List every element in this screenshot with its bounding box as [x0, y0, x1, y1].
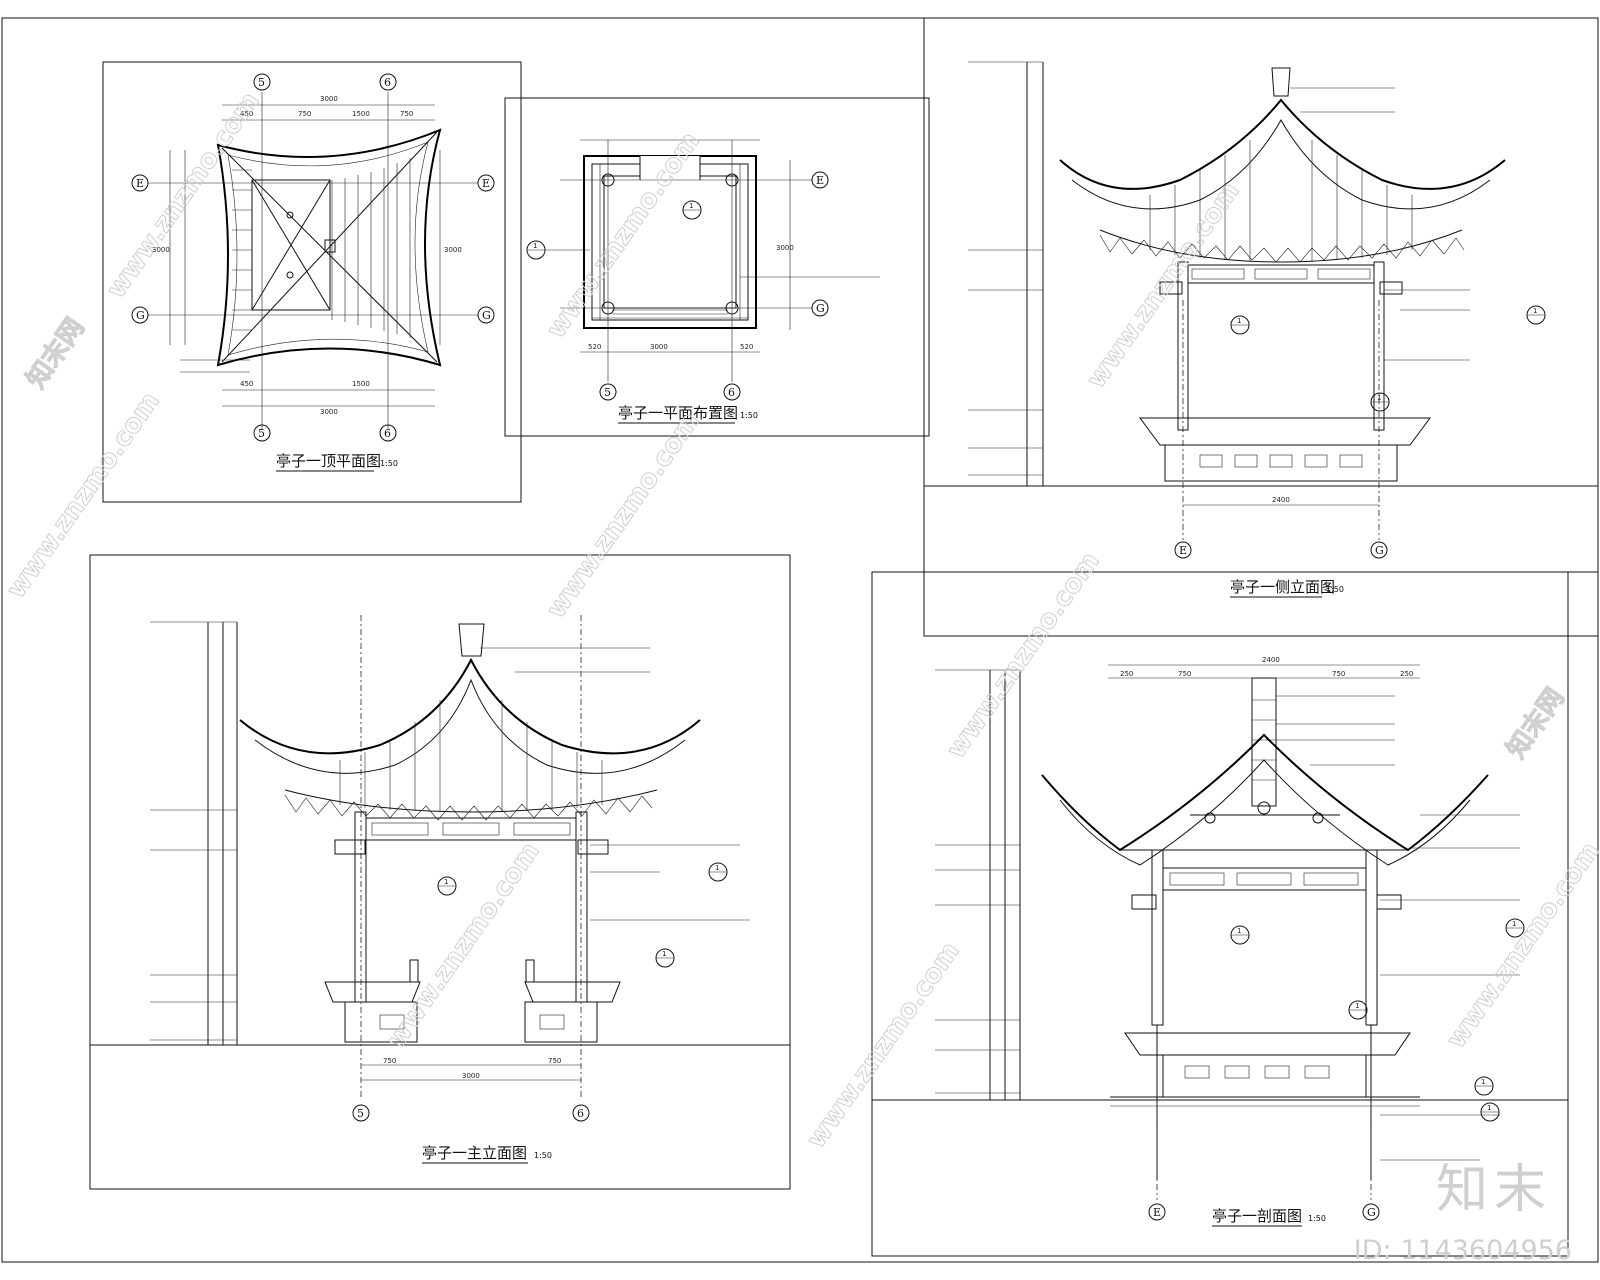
detail-reference: 1	[1487, 1104, 1491, 1112]
watermark-text: www.znzmo.com	[941, 547, 1106, 764]
watermark-text: www.znzmo.com	[1081, 177, 1246, 394]
dim-text: 750	[548, 1057, 561, 1065]
grid-axis-label: 6	[384, 427, 391, 440]
detail-reference: 1	[662, 950, 666, 958]
dim-text: 520	[740, 343, 753, 351]
watermark-layer: www.znzmo.com www.znzmo.com www.znzmo.co…	[1, 86, 1600, 1154]
grid-axis-label: 6	[577, 1107, 584, 1120]
grid-axis-label: E	[136, 177, 144, 190]
drawing-title: 亭子一平面布置图	[618, 404, 738, 422]
brand-logo: 知末	[1435, 1160, 1552, 1220]
grid-axis-label: E	[482, 177, 490, 190]
dim-text: 750	[383, 1057, 396, 1065]
detail-reference: 1	[533, 242, 537, 250]
dim-text: 3000	[650, 343, 668, 351]
grid-axis-label: G	[136, 309, 145, 322]
grid-axis-label: E	[1179, 544, 1187, 557]
roof-plan-panel: 3000 450 750 1500 750 3000 450 1500 3000…	[102, 61, 522, 503]
grid-axis-label: G	[1375, 544, 1384, 557]
detail-reference: 1	[1512, 920, 1516, 928]
floor-plan-panel: 3000 520 520 3000 E G 5 6 1	[504, 97, 930, 437]
drawing-scale: 1:50	[740, 411, 758, 420]
drawing-title: 亭子一顶平面图	[276, 452, 381, 470]
detail-reference: 1	[1237, 317, 1241, 325]
grid-axis-label: E	[816, 174, 824, 187]
drawing-title: 亭子一剖面图	[1212, 1207, 1302, 1225]
section-panel: 2400 250 750 750 250	[871, 571, 1569, 1257]
drawing-scale: 1:50	[1326, 585, 1344, 594]
watermark-text: www.znzmo.com	[1441, 837, 1600, 1054]
side-elevation-panel: 2400 E G 1 1 1 亭子一侧立面图 1:50	[923, 17, 1599, 637]
drawing-scale: 1:50	[1308, 1214, 1326, 1223]
dim-text: 750	[400, 110, 413, 118]
grid-axis-label: 5	[258, 427, 265, 440]
detail-reference: 1	[689, 202, 693, 210]
grid-axis-label: 5	[604, 386, 611, 399]
detail-reference: 1	[1355, 1002, 1359, 1010]
dim-text: 750	[1178, 670, 1191, 678]
dim-text: 2400	[1272, 496, 1290, 504]
sheet-border	[1, 17, 1599, 1263]
grid-axis-label: G	[816, 302, 825, 315]
dim-text: 250	[1400, 670, 1413, 678]
grid-axis-label: E	[1153, 1206, 1161, 1219]
watermark-text: www.znzmo.com	[801, 937, 966, 1154]
dim-text: 750	[298, 110, 311, 118]
watermark-text: www.znzmo.com	[381, 837, 546, 1054]
watermark-text: www.znzmo.com	[541, 127, 706, 344]
drawing-title: 亭子一主立面图	[422, 1144, 527, 1162]
detail-reference: 1	[1533, 307, 1537, 315]
asset-id-label: ID: 1143604956	[1353, 1235, 1572, 1266]
grid-axis-label: 6	[384, 76, 391, 89]
detail-reference: 1	[1481, 1078, 1485, 1086]
dim-text: 450	[240, 380, 253, 388]
watermark-text: www.znzmo.com	[101, 87, 266, 304]
dim-text: 1500	[352, 380, 370, 388]
dim-text: 3000	[152, 246, 170, 254]
watermark-text: 知末网	[21, 313, 90, 394]
front-elevation-panel: 3000 750 750 5 6 1 1 1 亭子一主立面图 1:50	[89, 554, 791, 1190]
detail-reference: 1	[1377, 394, 1381, 402]
grid-axis-label: 6	[728, 386, 735, 399]
detail-reference: 1	[444, 878, 448, 886]
dim-text: 3000	[776, 244, 794, 252]
drawing-scale: 1:50	[534, 1151, 552, 1160]
detail-reference: 1	[715, 864, 719, 872]
grid-axis-label: 5	[258, 76, 265, 89]
dim-text: 750	[1332, 670, 1345, 678]
grid-axis-label: 5	[357, 1107, 364, 1120]
dim-text: 2400	[1262, 656, 1280, 664]
watermark-text: 知末网	[1501, 683, 1570, 764]
dim-text: 3000	[320, 95, 338, 103]
drawing-scale: 1:50	[380, 459, 398, 468]
dim-text: 520	[588, 343, 601, 351]
dim-text: 3000	[444, 246, 462, 254]
dim-text: 450	[240, 110, 253, 118]
dim-text: 250	[1120, 670, 1133, 678]
dim-text: 1500	[352, 110, 370, 118]
dim-text: 3000	[462, 1072, 480, 1080]
watermark-text: www.znzmo.com	[541, 407, 706, 624]
watermark-text: www.znzmo.com	[1, 387, 166, 604]
detail-reference: 1	[1237, 927, 1241, 935]
dim-text: 3000	[320, 408, 338, 416]
grid-axis-label: G	[1367, 1206, 1376, 1219]
drawing-title: 亭子一侧立面图	[1230, 578, 1335, 596]
grid-axis-label: G	[482, 309, 491, 322]
